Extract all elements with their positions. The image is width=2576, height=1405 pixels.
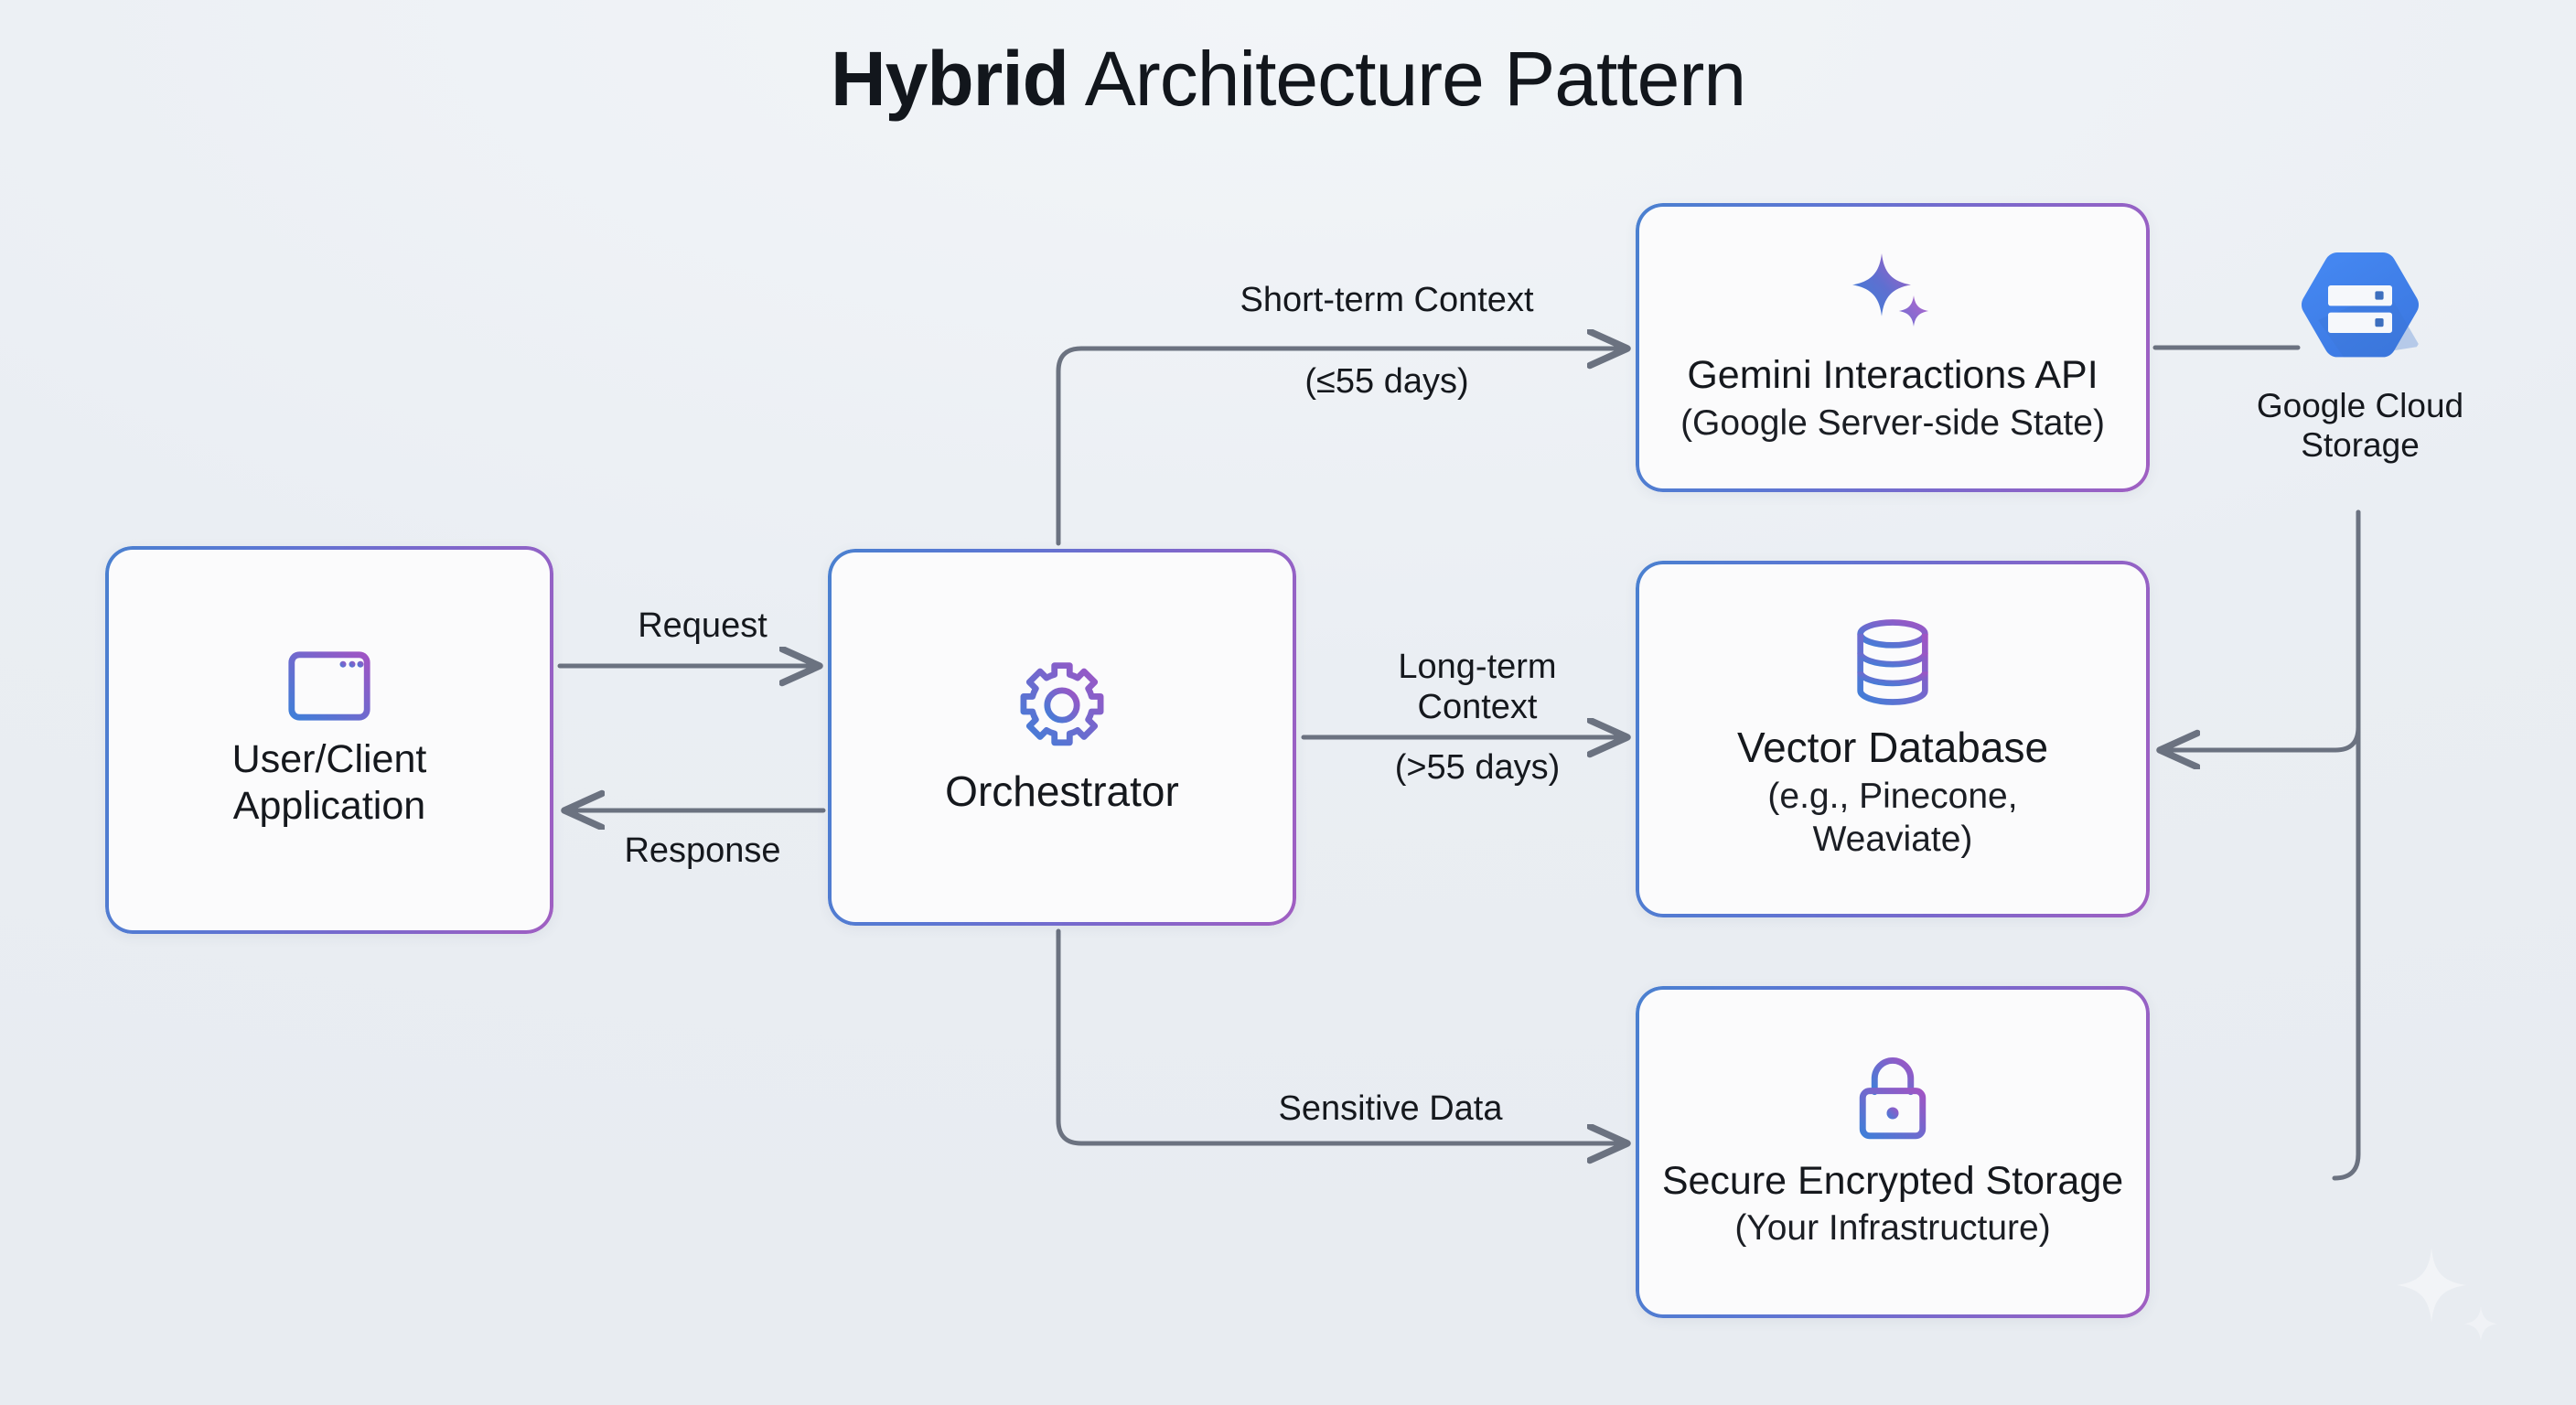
node-title-line1: Google Cloud (2256, 387, 2464, 424)
node-title: Secure Encrypted Storage (1661, 1158, 2124, 1203)
node-title-line1: User/Client (231, 737, 427, 782)
node-subtitle: (Google Server-side State) (1680, 402, 2105, 443)
edge-label-response: Response (624, 831, 781, 870)
node-title: Google Cloud Storage (2257, 386, 2463, 466)
edge-label-short-term: Short-term Context (≤55 days) (1131, 240, 1643, 443)
edge-label-long-term-bottom: (>55 days) (1394, 748, 1561, 787)
padlock-icon (1859, 1056, 1927, 1139)
browser-window-icon (288, 651, 370, 721)
edge-gcs-to-vector-tail (2161, 509, 2361, 750)
edge-label-long-term-top: Long-term Context (1398, 648, 1557, 727)
node-title: User/Client Application (220, 736, 440, 829)
edge-sensitive (1056, 928, 1626, 1143)
node-secure-encrypted-storage[interactable]: Secure Encrypted Storage (Your Infrastru… (1636, 986, 2150, 1318)
gemini-sparkle-icon (1852, 253, 1929, 327)
node-title: Gemini Interactions API (1687, 353, 2098, 398)
edge-label-sensitive-data: Sensitive Data (1278, 1089, 1503, 1128)
edge-short-term (1056, 349, 1626, 546)
node-user-client-application[interactable]: User/Client Application (105, 546, 553, 934)
gear-icon (1020, 662, 1104, 746)
node-subtitle: (Your Infrastructure) (1734, 1208, 2051, 1249)
node-subtitle: (e.g., Pinecone, Weaviate) (1767, 777, 2018, 860)
edge-gcs-to-vector (2332, 509, 2361, 1181)
node-title-line2: Application (232, 784, 426, 828)
node-title-line2: Storage (2301, 426, 2420, 465)
node-orchestrator[interactable]: Orchestrator (828, 549, 1296, 926)
node-google-cloud-storage[interactable]: Google Cloud Storage (2243, 245, 2477, 466)
node-vector-database[interactable]: Vector Database (e.g., Pinecone, Weaviat… (1636, 561, 2150, 917)
node-gemini-interactions-api[interactable]: Gemini Interactions API (Google Server-s… (1636, 203, 2150, 492)
edge-label-request: Request (638, 606, 767, 645)
google-cloud-storage-hexagon-icon (2301, 252, 2420, 358)
page-title-rest: Architecture Pattern (1068, 36, 1746, 122)
node-title: Vector Database (1736, 724, 2049, 772)
page-title-bold: Hybrid (830, 36, 1069, 122)
database-cylinder-icon (1857, 619, 1928, 705)
page-title: Hybrid Architecture Pattern (0, 35, 2576, 123)
edge-label-short-term-line2: (≤55 days) (1304, 362, 1469, 402)
node-title: Orchestrator (945, 767, 1179, 815)
edge-label-short-term-line1: Short-term Context (1240, 281, 1534, 320)
